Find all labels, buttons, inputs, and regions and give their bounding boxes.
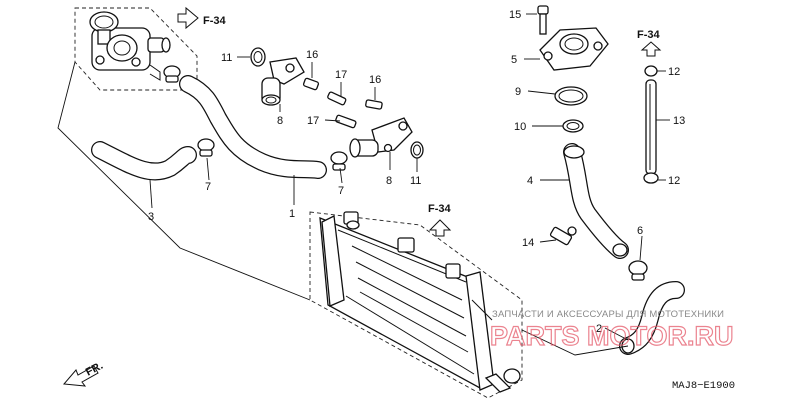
- o-ring-11-top: [250, 47, 266, 67]
- guide-line-left: [57, 61, 311, 301]
- callout-3: 3: [148, 211, 154, 223]
- callout-1: 1: [289, 208, 295, 220]
- tube-13: [645, 79, 657, 175]
- bolt-16-upper: [302, 77, 320, 91]
- clamp-12-top: [644, 65, 658, 77]
- callout-4: 4: [527, 175, 533, 187]
- arrow-f34-right: [640, 41, 662, 57]
- callout-5: 5: [511, 54, 517, 66]
- bolt-17-lower: [335, 114, 357, 129]
- callout-16-lower: 16: [369, 74, 381, 86]
- callout-8-lower: 8: [386, 175, 392, 187]
- clamp-7-left: [197, 138, 215, 157]
- hose-1: [179, 75, 327, 179]
- joint-pipe-8-upper: [261, 57, 305, 106]
- hose-3: [91, 141, 197, 181]
- callout-2: 2: [596, 323, 602, 335]
- diagram-code: MAJ8−E1900: [672, 380, 735, 392]
- bolt-16-lower: [365, 99, 383, 110]
- callout-12-bottom: 12: [668, 175, 680, 187]
- leader-lines: [149, 13, 670, 341]
- ref-f34-right: F-34: [637, 29, 661, 41]
- clamp-upper-left: [163, 65, 181, 83]
- water-outlet-5: [539, 27, 609, 71]
- callout-16-upper: 16: [306, 49, 318, 61]
- callout-6: 6: [637, 225, 643, 237]
- bolt-17-upper: [327, 91, 347, 106]
- arrow-f34-middle: [428, 219, 452, 237]
- guide-line-right: [521, 329, 629, 356]
- callout-17-lower: 17: [307, 115, 319, 127]
- callout-17-upper: 17: [335, 69, 347, 81]
- arrow-f34-top: [177, 6, 199, 30]
- bolt-15: [537, 5, 549, 35]
- callout-13: 13: [673, 115, 685, 127]
- callout-14: 14: [522, 237, 534, 249]
- callout-10: 10: [514, 121, 526, 133]
- clamp-7-right: [330, 151, 348, 171]
- clamp-12-bottom: [643, 172, 659, 184]
- o-ring-9: [554, 86, 588, 106]
- hose-2: [619, 281, 685, 355]
- callout-7-right: 7: [338, 185, 344, 197]
- callout-8-upper: 8: [277, 115, 283, 127]
- watermark-logo: PARTS MOTOR.RU: [490, 321, 734, 351]
- front-direction-label: FR.: [84, 360, 105, 379]
- ref-f34-middle: F-34: [428, 203, 452, 215]
- callout-9: 9: [515, 86, 521, 98]
- joint-pipe-8-lower: [349, 117, 413, 158]
- hose-4: [563, 143, 629, 259]
- o-ring-11-bottom: [410, 141, 424, 159]
- watermark-tagline: ЗАПЧАСТИ И АКСЕССУАРЫ ДЛЯ МОТОТЕХНИКИ: [492, 309, 724, 320]
- callout-12-top: 12: [668, 66, 680, 78]
- callout-7-left: 7: [205, 181, 211, 193]
- bolt-14: [549, 226, 577, 246]
- ref-f34-top: F-34: [203, 15, 227, 27]
- radiator-group-outline: [309, 211, 523, 399]
- radiator: [319, 211, 521, 393]
- callout-11-bottom: 11: [410, 175, 421, 187]
- clamp-6: [628, 260, 648, 281]
- arrow-front-direction: [62, 365, 99, 387]
- callout-15: 15: [509, 9, 521, 21]
- o-ring-10: [562, 119, 584, 133]
- thermostat-housing: [89, 11, 171, 81]
- callout-11-top: 11: [221, 52, 232, 64]
